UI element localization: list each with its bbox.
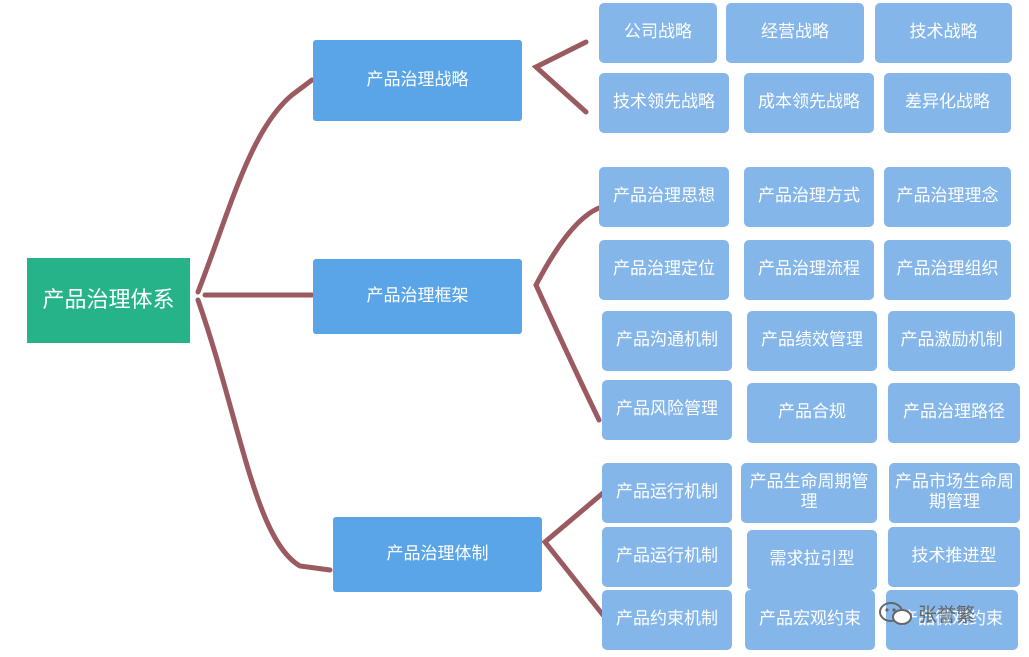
leaf-node[interactable]: 产品治理路径 (888, 383, 1020, 443)
leaf-label: 产品沟通机制 (616, 330, 718, 351)
leaf-label: 技术推进型 (911, 546, 997, 567)
leaf-node[interactable]: 产品治理思想 (599, 167, 729, 227)
branch-label: 产品治理战略 (366, 69, 469, 90)
leaf-node[interactable]: 技术战略 (875, 3, 1012, 63)
leaf-node[interactable]: 差异化战略 (884, 73, 1011, 133)
leaf-label: 公司战略 (624, 22, 692, 43)
leaf-node[interactable]: 产品生命周期管理 (741, 463, 877, 523)
branch-framework[interactable]: 产品治理框架 (313, 259, 522, 334)
wechat-icon (878, 600, 914, 633)
leaf-label: 产品治理路径 (903, 402, 1005, 423)
leaf-label: 产品市场生命周期管理 (895, 472, 1014, 512)
leaf-label: 产品激励机制 (900, 330, 1003, 351)
connector-system-leaves (541, 490, 606, 618)
watermark-author: 张誉繁 (918, 604, 976, 626)
leaf-node[interactable]: 产品宏观约束 (745, 590, 875, 650)
leaf-node[interactable]: 产品治理理念 (884, 167, 1011, 227)
leaf-node[interactable]: 产品治理组织 (884, 240, 1011, 300)
leaf-node[interactable]: 产品风险管理 (602, 380, 732, 440)
leaf-label: 产品合规 (778, 402, 846, 423)
leaf-label: 产品宏观约束 (759, 609, 861, 630)
leaf-node[interactable]: 产品治理定位 (599, 240, 729, 300)
leaf-node[interactable]: 产品市场生命周期管理 (889, 463, 1020, 523)
connector-strategy-leaves (531, 39, 589, 115)
leaf-label: 差异化战略 (905, 92, 990, 113)
leaf-node[interactable]: 技术领先战略 (599, 73, 729, 133)
leaf-label: 产品治理思想 (613, 186, 715, 207)
leaf-label: 产品生命周期管理 (749, 472, 869, 512)
leaf-label: 产品微观约束 (901, 609, 1003, 630)
root-node[interactable]: 产品治理体系 (27, 258, 190, 343)
leaf-node[interactable]: 成本领先战略 (744, 73, 874, 133)
leaf-label: 需求拉引型 (769, 549, 855, 570)
leaf-node[interactable]: 产品激励机制 (888, 311, 1015, 371)
leaf-node[interactable]: 产品绩效管理 (747, 311, 877, 371)
leaf-label: 产品治理组织 (896, 259, 999, 280)
leaf-label: 技术战略 (909, 22, 978, 43)
leaf-label: 技术领先战略 (613, 92, 715, 113)
leaf-node[interactable]: 产品治理方式 (744, 167, 874, 227)
leaf-label: 产品约束机制 (616, 609, 718, 630)
branch-label: 产品治理体制 (386, 543, 489, 564)
branch-label: 产品治理框架 (366, 285, 469, 306)
leaf-node[interactable]: 需求拉引型 (747, 530, 877, 590)
leaf-node[interactable]: 产品沟通机制 (602, 311, 732, 371)
leaf-label: 经营战略 (761, 22, 829, 43)
leaf-label: 产品治理定位 (613, 259, 715, 280)
leaf-label: 产品绩效管理 (761, 330, 863, 351)
leaf-label: 产品治理流程 (758, 259, 860, 280)
leaf-label: 成本领先战略 (758, 92, 860, 113)
branch-strategy[interactable]: 产品治理战略 (313, 40, 522, 121)
leaf-label: 产品风险管理 (616, 399, 718, 420)
leaf-node[interactable]: 公司战略 (599, 3, 717, 63)
leaf-node[interactable]: 产品约束机制 (602, 590, 732, 650)
leaf-label: 产品治理方式 (758, 186, 860, 207)
connector-framework-leaves (533, 205, 602, 423)
connector-root-system (195, 297, 333, 573)
leaf-node[interactable]: 技术推进型 (888, 527, 1020, 587)
leaf-node[interactable]: 产品运行机制 (602, 527, 732, 587)
leaf-node[interactable]: 产品治理流程 (744, 240, 874, 300)
leaf-node[interactable]: 产品运行机制 (602, 463, 732, 523)
connector-root-strategy (195, 77, 315, 295)
leaf-label: 产品运行机制 (616, 546, 718, 567)
leaf-node[interactable]: 产品合规 (747, 383, 877, 443)
leaf-label: 产品运行机制 (616, 482, 718, 503)
branch-system[interactable]: 产品治理体制 (333, 517, 542, 592)
leaf-node[interactable]: 经营战略 (726, 3, 864, 63)
root-label: 产品治理体系 (42, 287, 175, 313)
leaf-label: 产品治理理念 (896, 186, 999, 207)
